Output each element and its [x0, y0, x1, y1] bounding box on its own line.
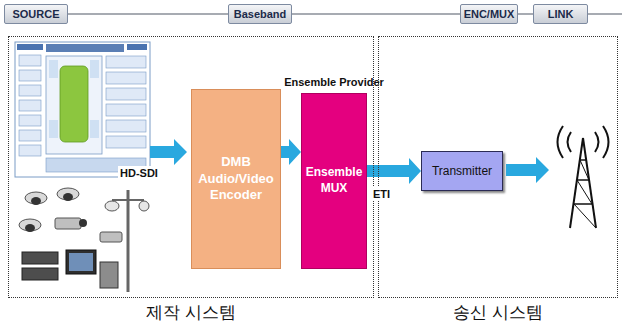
camera-pole: [127, 190, 130, 292]
signal-label: HD-SDI: [118, 166, 160, 180]
system-region: 제작 시스템DMB Audio/Video EncoderEnsemble Pr…: [8, 36, 374, 298]
box-label: SOURCE: [12, 8, 59, 20]
screen-cell: [106, 88, 146, 100]
box-label: Baseband: [234, 8, 287, 20]
flow-arrow: [506, 157, 549, 183]
tower-brace: [577, 180, 592, 204]
system-caption: 송신 시스템: [379, 302, 617, 324]
dome-camera: [105, 201, 119, 211]
stage-box: ENC/MUX: [460, 4, 518, 24]
bar-line: [68, 13, 228, 15]
screen-header: [46, 44, 124, 52]
flow-arrow: [68, 14, 228, 15]
box-camera: [100, 232, 122, 242]
screen-cell: [90, 60, 99, 78]
stage-box: SOURCE: [4, 4, 68, 24]
flow-arrow: [367, 158, 421, 184]
box-label: LINK: [548, 8, 574, 20]
camera-lens: [31, 197, 41, 205]
stage-box: Baseband: [228, 4, 292, 24]
screen-cell: [19, 130, 41, 141]
bar-line: [292, 13, 460, 15]
radio-wave: [558, 126, 564, 158]
screen-cell: [106, 104, 146, 116]
camera-arm: [112, 199, 144, 201]
tower-brace: [574, 203, 592, 205]
box-label: ENC/MUX: [464, 8, 515, 20]
tower-brace: [580, 159, 586, 161]
screen-tab: [17, 44, 43, 50]
camera-lens: [25, 224, 35, 232]
bar-line: [588, 13, 622, 15]
radio-wave: [568, 132, 572, 152]
screen-cell: [19, 70, 41, 81]
screen-center: [46, 56, 102, 154]
dome-camera: [139, 201, 149, 211]
screen-cell: [19, 55, 41, 66]
screen-cell: [106, 72, 146, 84]
recorder: [22, 268, 58, 280]
radio-wave: [603, 126, 609, 158]
screen-cell: [106, 120, 146, 132]
screen-cell: [19, 85, 41, 96]
screen-block: [60, 66, 88, 142]
monitor: [66, 250, 96, 274]
screen-cell: [19, 100, 41, 111]
dome-camera: [25, 192, 47, 204]
provider-heading: Ensemble Provider: [282, 76, 386, 90]
bar-line: [518, 13, 533, 15]
flow-arrow: [292, 14, 460, 15]
transmitter-box: Transmitter: [421, 151, 503, 191]
screen-cell: [90, 120, 99, 138]
tower-brace: [574, 204, 596, 228]
signal-label: ETI: [371, 187, 392, 201]
box-label: Ensemble MUX: [306, 165, 363, 196]
screen-panel: [15, 42, 150, 177]
system-region: 송신 시스템Transmitter: [378, 36, 618, 298]
box-label: DMB Audio/Video Encoder: [198, 154, 274, 205]
screen-cell: [49, 120, 58, 138]
box-camera: [55, 218, 81, 229]
system-caption: 제작 시스템: [9, 302, 373, 324]
flow-arrow: [281, 139, 301, 165]
stage-box: LINK: [533, 4, 588, 24]
flow-arrow: [150, 139, 187, 165]
recorder: [22, 252, 58, 264]
screen-cell: [19, 145, 41, 156]
tower-leg: [583, 138, 596, 228]
camera-lens: [79, 219, 87, 227]
camera-lens: [63, 193, 73, 201]
box-label: Transmitter: [432, 164, 492, 178]
encoder-box: DMB Audio/Video Encoder: [191, 89, 281, 269]
screen-tab: [127, 44, 147, 50]
tower-brace: [577, 179, 589, 181]
radio-wave: [595, 132, 599, 152]
device: [100, 262, 118, 288]
screen-cell: [19, 115, 41, 126]
monitor-screen: [69, 253, 93, 271]
screen-cell: [49, 60, 58, 78]
screen-cell: [106, 56, 146, 68]
tower-leg: [570, 138, 583, 228]
dome-camera: [19, 219, 41, 231]
dome-camera: [57, 188, 79, 200]
mux-box: Ensemble ProviderEnsemble MUX: [301, 93, 367, 269]
screen-cell: [106, 136, 146, 148]
flow-arrow: [518, 14, 533, 15]
tower-brace: [580, 160, 589, 180]
